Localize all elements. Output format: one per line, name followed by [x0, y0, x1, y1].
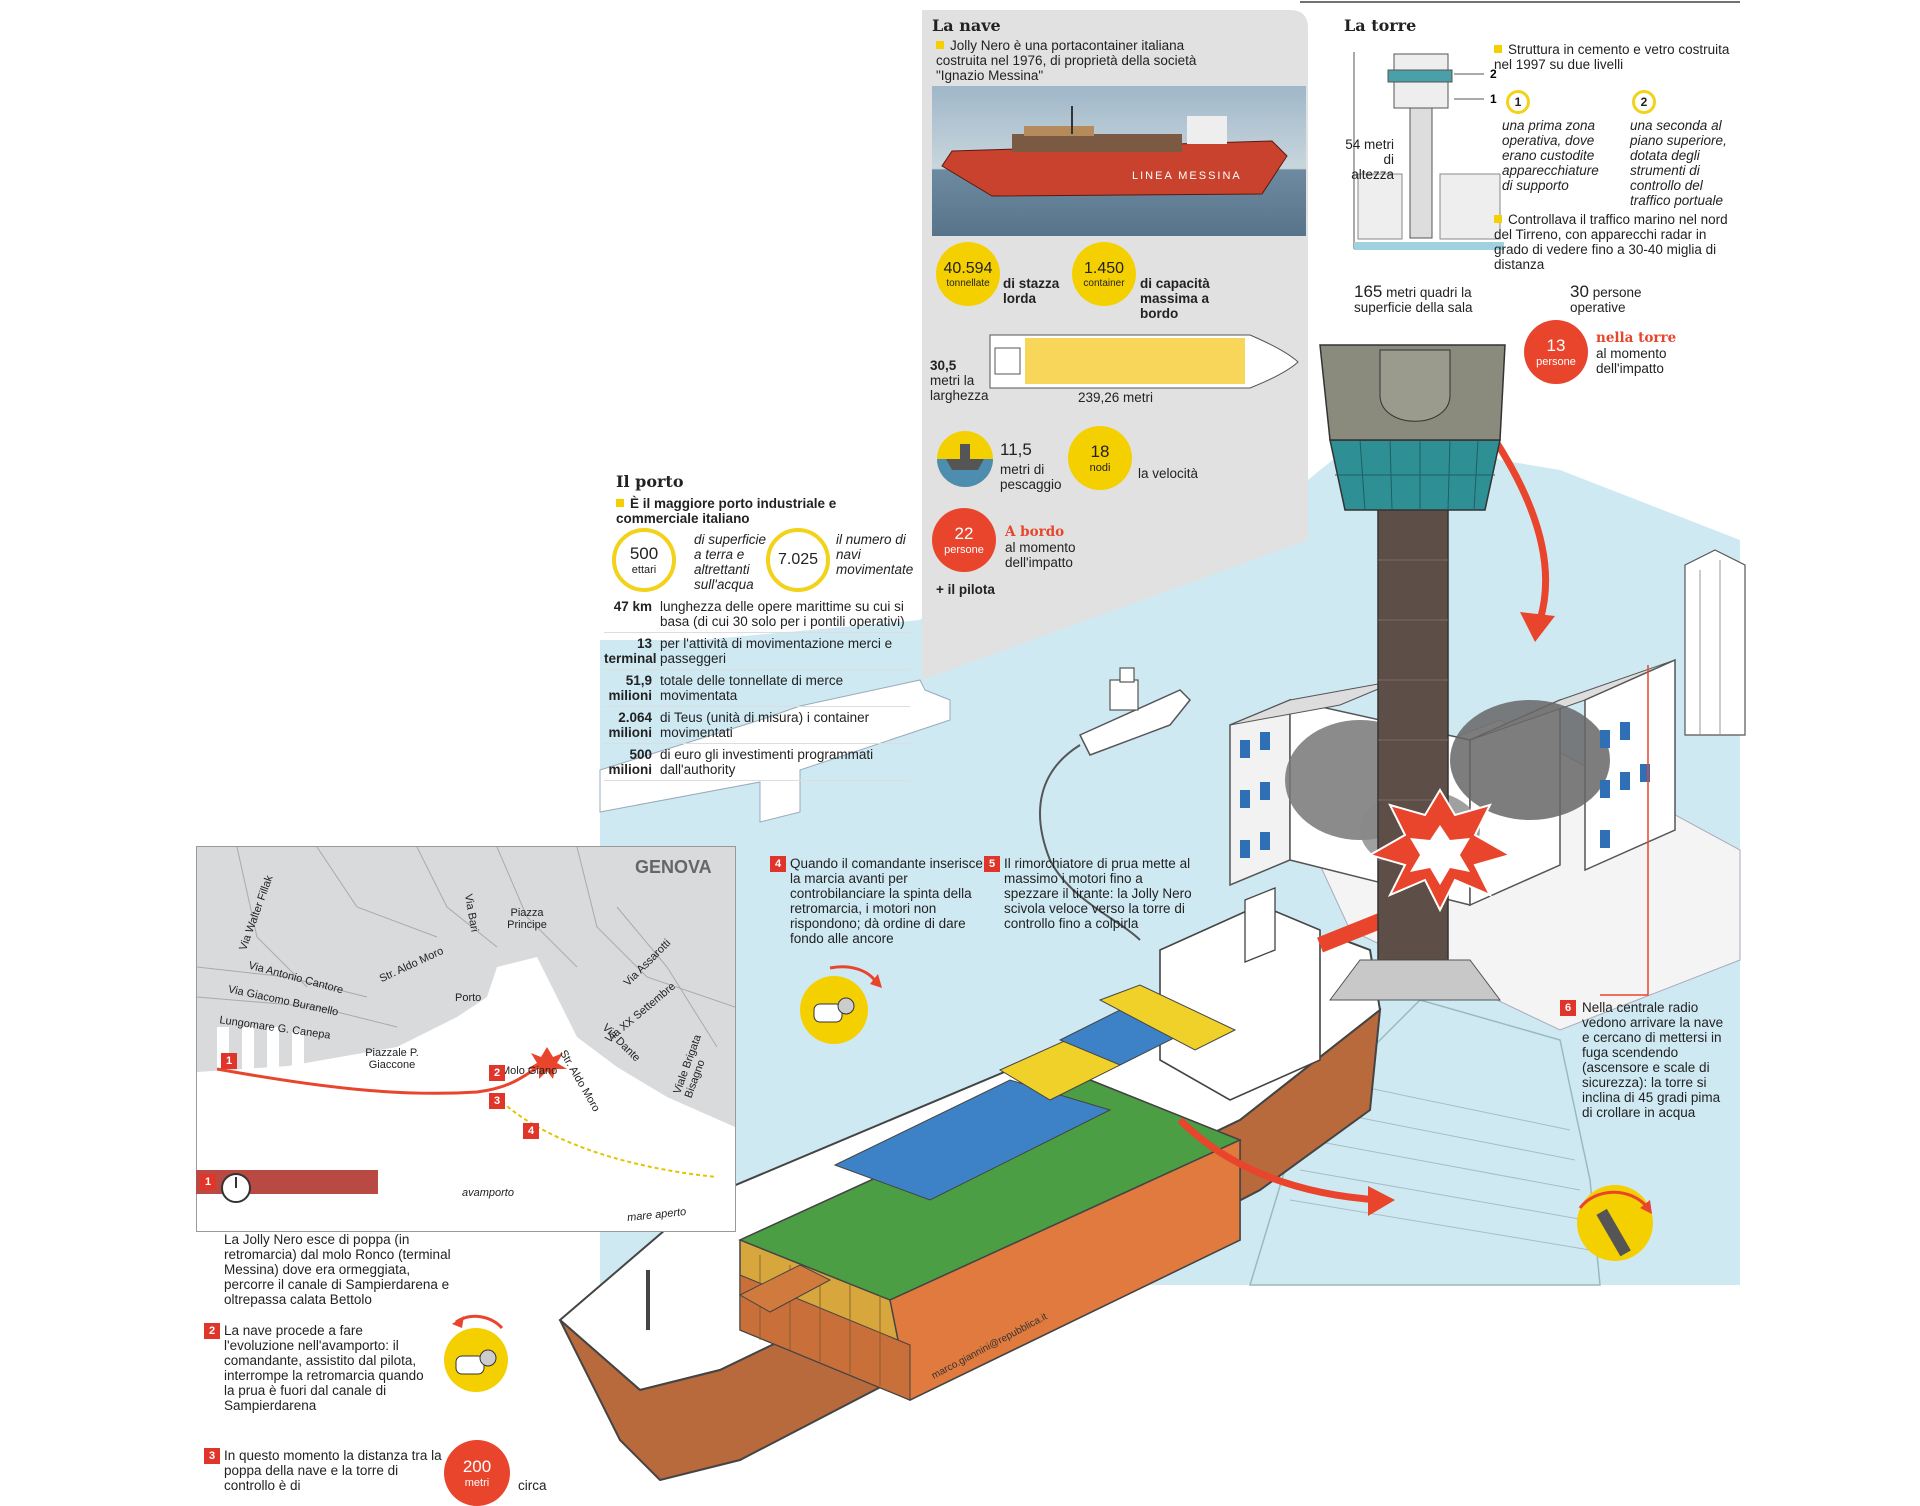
step-2-text: La nave procede a fare l'evoluzione nell…	[224, 1323, 424, 1413]
map-label: Molo Giano	[501, 1065, 558, 1077]
ships-badge: 7.025	[766, 528, 830, 592]
level2-icon: 2	[1632, 90, 1656, 114]
ship-photo-text: LINEA MESSINA	[1132, 170, 1242, 182]
draft-icon	[937, 431, 993, 487]
map-city: GENOVA	[635, 857, 712, 877]
far-tower	[1684, 549, 1746, 736]
step-6-text: Nella centrale radio vedono arrivare la …	[1582, 1000, 1724, 1120]
genova-map: GENOVA Via Walter Fillak Via Bari Piazza…	[196, 846, 736, 1232]
svg-text:1: 1	[1490, 92, 1497, 106]
capacity-label: di capacità massima a bordo	[1140, 276, 1210, 321]
control-tower	[1319, 344, 1506, 1001]
nave-desc: Jolly Nero è una portacontainer italiana…	[936, 38, 1197, 83]
area-label: di superficie a terra e altrettanti sull…	[694, 532, 767, 592]
step-5-text: Il rimorchiatore di prua mette al massim…	[1004, 856, 1192, 931]
map-label: Porto	[455, 992, 482, 1004]
step-2-badge: 2	[204, 1323, 220, 1339]
torre-title: La torre	[1344, 16, 1417, 35]
tower-tilt-icon	[1577, 1185, 1653, 1261]
stazza-label: di stazza lorda	[1003, 276, 1060, 306]
level1-text: una prima zona operativa, dove erano cus…	[1502, 118, 1599, 193]
tower-ops: 30 persone operative	[1570, 282, 1642, 315]
map-label: Piazza Principe	[507, 907, 547, 931]
tower-height: 54 metri di altezza	[1345, 137, 1394, 182]
torre-control: Controllava il traffico marino nel nord …	[1494, 212, 1728, 272]
step-5-badge: 5	[984, 856, 1000, 872]
dinamica-title: La dinamica	[200, 1152, 310, 1171]
fall-arrow	[1492, 438, 1550, 622]
map-step-3: 3	[489, 1093, 505, 1109]
draft-num: 11,5	[1000, 440, 1032, 459]
step-3-badge: 3	[204, 1448, 220, 1464]
map-label: Piazzale P. Giaccone	[365, 1047, 419, 1071]
porto-desc: È il maggiore porto industriale e commer…	[616, 496, 837, 526]
ship-arrow	[1177, 1117, 1381, 1204]
length-label: 239,26 metri	[1078, 390, 1154, 405]
level1-icon: 1	[1506, 90, 1530, 114]
map-step-4: 4	[523, 1123, 539, 1139]
ship-photo: LINEA MESSINA	[932, 86, 1306, 236]
step-4-badge: 4	[770, 856, 786, 872]
jolly-nero-ship	[558, 887, 1382, 1482]
tower-area: 165 metri quadri la superficie della sal…	[1354, 282, 1473, 315]
lever-forward-icon	[800, 965, 882, 1044]
svg-text:2: 2	[1490, 67, 1497, 81]
lever-back-icon	[444, 1314, 508, 1392]
level2-text: una seconda al piano superiore, dotata d…	[1630, 118, 1727, 208]
draft-label: metri di pescaggio	[1000, 462, 1062, 492]
sea-area	[600, 395, 1740, 1285]
ship-plan	[989, 334, 1299, 389]
step-1-text: La Jolly Nero esce di poppa (in retromar…	[224, 1232, 451, 1307]
step-6-badge: 6	[1560, 1000, 1576, 1016]
speed-label: la velocità	[1138, 466, 1199, 481]
step-4-text: Quando il comandante inserisce la marcia…	[790, 856, 983, 946]
pilot-label: + il pilota	[936, 582, 995, 597]
step-3-suffix: circa	[518, 1478, 547, 1493]
map-step-1: 1	[221, 1053, 237, 1069]
porto-title: Il porto	[616, 472, 684, 491]
torre-desc: Struttura in cemento e vetro costruita n…	[1494, 42, 1730, 72]
step-1-badge: 1	[200, 1174, 216, 1190]
step-3-text: In questo momento la distanza tra la pop…	[224, 1448, 442, 1493]
map-step-2: 2	[489, 1065, 505, 1081]
ships-label: il numero di navi movimentate	[836, 532, 914, 577]
nave-title: La nave	[932, 16, 1001, 35]
compass-icon	[221, 1173, 251, 1203]
map-label: avamporto	[462, 1187, 514, 1199]
tower-elevation: 2 1	[1353, 52, 1504, 250]
tugboat	[1078, 667, 1192, 756]
